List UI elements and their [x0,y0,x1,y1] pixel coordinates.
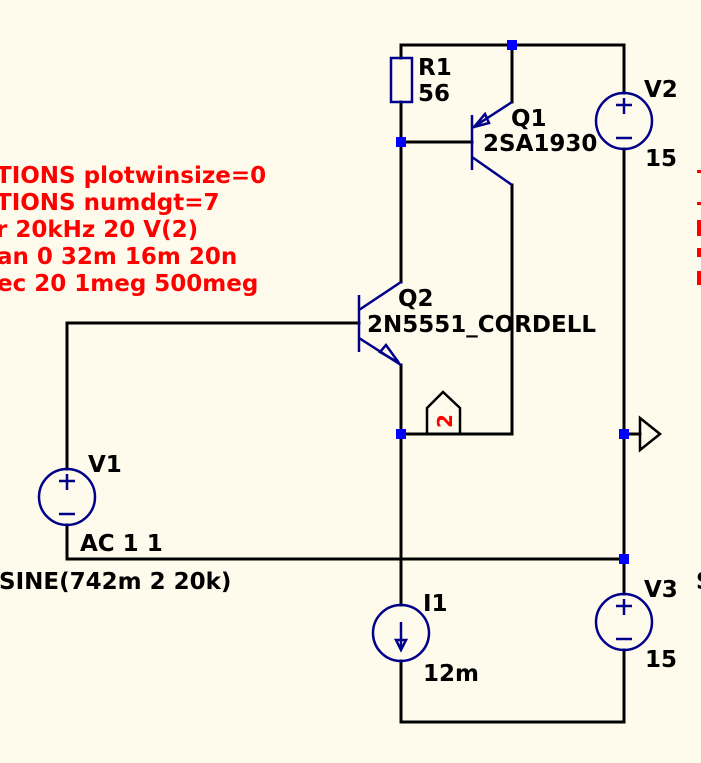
spice-directives[interactable]: TIONS plotwinsize=0 TIONS numdgt=7 r 20k… [0,163,266,297]
transistor-q1[interactable]: Q1 2SA1930 [470,100,597,187]
v1-name: V1 [88,452,122,478]
current-source-i1[interactable]: I1 12m [371,591,479,687]
v1-value2: SINE(742m 2 20k) [0,569,231,595]
voltage-source-v2[interactable]: V2 15 [594,77,678,172]
wires [65,43,642,724]
svg-text:2: 2 [433,414,457,428]
directive-line: TIONS numdgt=7 [0,190,220,216]
svg-text:S: S [696,569,701,595]
ground-icon [638,415,663,453]
offscreen-directive-fragments: S [696,170,701,595]
i1-value: 12m [423,661,479,687]
directive-line: an 0 32m 16m 20n [0,244,237,270]
voltage-source-v1[interactable]: V1 AC 1 1 SINE(742m 2 20k) [0,452,231,595]
v3-name: V3 [644,577,678,603]
directive-line: TIONS plotwinsize=0 [0,163,266,189]
v1-value: AC 1 1 [80,531,163,557]
q2-name: Q2 [398,286,434,312]
resistor-r1[interactable]: R1 56 [389,55,452,107]
pnp-arrow-icon [470,111,491,130]
q1-name: Q1 [511,106,547,132]
plus-minus-icon [59,474,75,516]
i1-name: I1 [423,591,448,617]
junctions [396,40,629,564]
v2-value: 15 [645,146,677,172]
plus-minus-icon [616,98,632,140]
r1-value: 56 [418,81,450,107]
plus-minus-icon [616,599,632,641]
v2-name: V2 [644,77,678,103]
voltage-source-v3[interactable]: V3 15 [594,577,678,673]
npn-arrow-icon [378,342,401,365]
r1-name: R1 [418,55,452,81]
q1-value: 2SA1930 [483,131,597,157]
v3-value: 15 [645,647,677,673]
down-arrow-icon [393,622,409,653]
directive-line: r 20kHz 20 V(2) [0,217,198,243]
net-label-2[interactable]: 2 [425,390,462,436]
q2-value: 2N5551_CORDELL [367,312,596,338]
directive-line: ec 20 1meg 500meg [0,271,258,297]
transistor-q2[interactable]: Q2 2N5551_CORDELL [357,280,596,367]
